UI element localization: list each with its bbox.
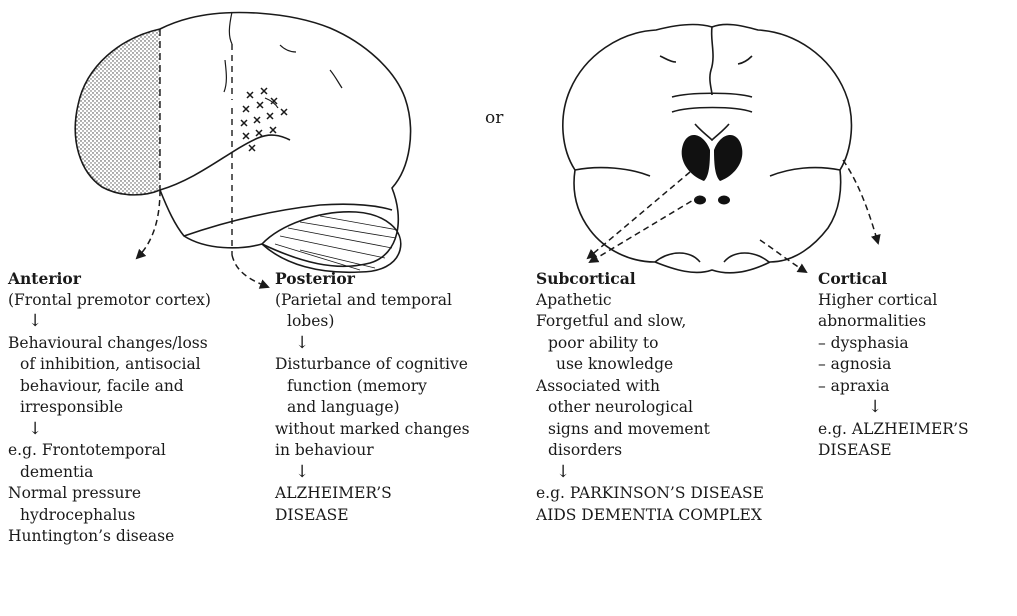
arrow-stem-to-cortical (760, 240, 806, 272)
anterior-arrow: ↓ (8, 419, 211, 441)
cortical-line: – apraxia (818, 376, 969, 398)
subcortical-line: e.g. PARKINSON’S DISEASE (536, 483, 764, 505)
subcortical-line: disorders (536, 440, 764, 462)
anterior-line: e.g. Frontotemporal (8, 440, 211, 462)
posterior-line: DISEASE (275, 505, 470, 527)
posterior-arrow: ↓ (275, 462, 470, 484)
posterior-line: and language) (275, 397, 470, 419)
cortical-line: – dysphasia (818, 333, 969, 355)
subcortical-line: AIDS DEMENTIA COMPLEX (536, 505, 764, 527)
cerebellum (262, 212, 401, 272)
anterior-column: Anterior (Frontal premotor cortex) ↓ Beh… (8, 268, 211, 548)
anterior-heading: Anterior (8, 268, 211, 290)
subcortical-line: signs and movement (536, 419, 764, 441)
posterior-arrow: ↓ (275, 333, 470, 355)
subcortical-column: Subcortical Apathetic Forgetful and slow… (536, 268, 764, 526)
corpus-callosum (672, 93, 752, 97)
posterior-column: Posterior (Parietal and temporal lobes) … (275, 268, 470, 526)
cortical-line: Higher cortical (818, 290, 969, 312)
subcortical-arrow: ↓ (536, 462, 764, 484)
cortical-line: abnormalities (818, 311, 969, 333)
anterior-line: Behavioural changes/loss (8, 333, 211, 355)
subcortical-line: use knowledge (536, 354, 764, 376)
arrow-cortex-to-cortical (843, 160, 878, 243)
cortical-heading: Cortical (818, 268, 969, 290)
frontal-lobe-shaded-region (75, 29, 160, 195)
posterior-line: without marked changes (275, 419, 470, 441)
cortical-line: – agnosia (818, 354, 969, 376)
lateral-brain-illustration (75, 12, 410, 272)
connector-or-label: or (485, 108, 503, 128)
anterior-line: hydrocephalus (8, 505, 211, 527)
posterior-line: function (memory (275, 376, 470, 398)
anterior-line: Normal pressure (8, 483, 211, 505)
posterior-line: ALZHEIMER’S (275, 483, 470, 505)
cortical-line: DISEASE (818, 440, 969, 462)
anterior-line: dementia (8, 462, 211, 484)
anterior-line: behaviour, facile and (8, 376, 211, 398)
posterior-line: Disturbance of cognitive (275, 354, 470, 376)
arrow-nuclei-to-subcortical-1 (588, 172, 690, 258)
subcortical-line: Associated with (536, 376, 764, 398)
subcortical-line: other neurological (536, 397, 764, 419)
posterior-line: in behaviour (275, 440, 470, 462)
basal-ganglia-nuclei (682, 135, 743, 204)
subcortical-heading: Subcortical (536, 268, 764, 290)
cortical-column: Cortical Higher cortical abnormalities –… (818, 268, 969, 462)
subcortical-line: Apathetic (536, 290, 764, 312)
cortical-arrow: ↓ (818, 397, 969, 419)
subcortical-line: poor ability to (536, 333, 764, 355)
subcortical-line: Forgetful and slow, (536, 311, 764, 333)
arrow-to-posterior (232, 255, 268, 287)
posterior-heading: Posterior (275, 268, 470, 290)
anterior-line: irresponsible (8, 397, 211, 419)
posterior-line: (Parietal and temporal (275, 290, 470, 312)
posterior-line: lobes) (275, 311, 470, 333)
anterior-line: of inhibition, antisocial (8, 354, 211, 376)
anterior-line: Huntington’s disease (8, 526, 211, 548)
posterior-cross-markers (241, 88, 287, 151)
anterior-arrow: ↓ (8, 311, 211, 333)
arrow-nuclei-to-subcortical-2 (590, 196, 700, 262)
arrow-to-anterior (137, 190, 160, 258)
anterior-line: (Frontal premotor cortex) (8, 290, 211, 312)
cortical-line: e.g. ALZHEIMER’S (818, 419, 969, 441)
